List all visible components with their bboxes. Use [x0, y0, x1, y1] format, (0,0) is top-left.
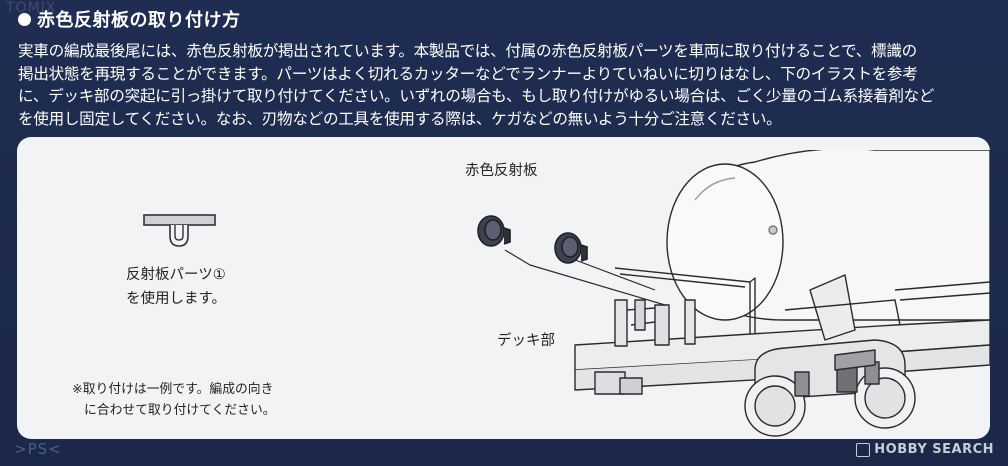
- reflector-label: 赤色反射板: [465, 163, 538, 179]
- instruction-text: 実車の編成最後尾には、赤色反射板が掲出されています。本製品では、付属の赤色反射板…: [18, 40, 998, 130]
- note-text: に合わせて取り付けてください。: [84, 403, 276, 418]
- reflector-part-icon: [143, 214, 216, 247]
- print-mark: >PS<: [14, 440, 62, 458]
- red-reflectors: [477, 215, 588, 264]
- section-title: 赤色反射板の取り付け方: [37, 10, 241, 31]
- corner-mark: TOMIX: [6, 0, 57, 16]
- bullet-icon: [18, 12, 31, 26]
- instruction-line: 実車の編成最後尾には、赤色反射板が掲出されています。本製品では、付属の赤色反射板…: [18, 42, 917, 60]
- note-text: ※取り付けは一例です。編成の向き: [72, 382, 274, 397]
- part-label-usage: を使用します。: [126, 291, 227, 307]
- instruction-line: に、デッキ部の突起に引っ掛けて取り付けてください。いずれの場合も、もし取り付けが…: [18, 87, 935, 105]
- deck-label: デッキ部: [497, 333, 555, 349]
- instruction-line: 掲出状態を再現することができます。パーツはよく切れるカッターなどでランナーよりて…: [18, 64, 918, 83]
- tank-car-illustration: [477, 150, 990, 437]
- section-heading: 赤色反射板の取り付け方: [18, 6, 241, 32]
- tank-end: [666, 163, 784, 321]
- part-label: 反射板パーツ①: [126, 267, 226, 283]
- watermark: HOBBY SEARCH: [856, 442, 994, 457]
- instruction-line: を使用し固定してください。なお、刃物などの工具を使用する際は、ケガなどの無いよう…: [18, 109, 782, 128]
- watermark-logo-icon: [856, 442, 871, 457]
- watermark-text: HOBBY SEARCH: [874, 442, 994, 457]
